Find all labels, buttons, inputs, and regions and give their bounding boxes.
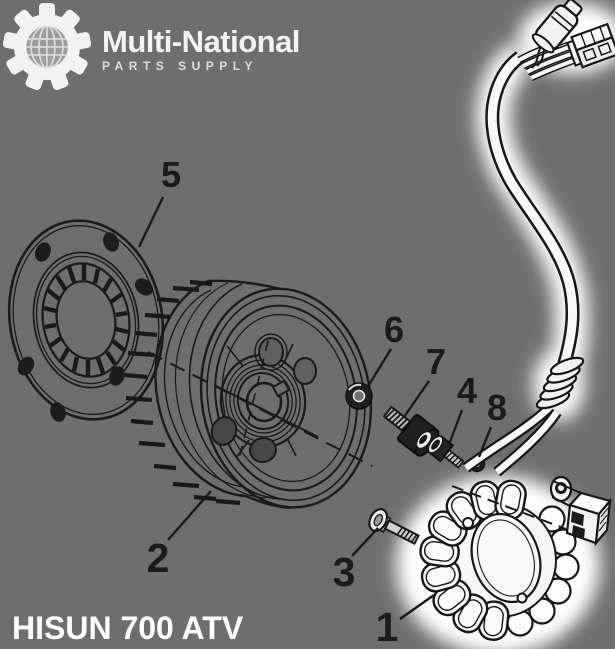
brand-header: Multi-National PARTS SUPPLY: [4, 4, 300, 94]
wire-harness-drawing: [462, 0, 615, 477]
part-label-1: 1: [376, 604, 399, 649]
part-7-bolt-drawing: [382, 405, 440, 457]
part-3-bolt-drawing: [368, 508, 420, 545]
logo-spacer: [4, 4, 96, 94]
brand-tagline: PARTS SUPPLY: [102, 58, 259, 73]
cylindrical-plug-connector: [531, 0, 583, 54]
stator-coils: [419, 479, 527, 641]
sprag-teeth: [43, 264, 129, 376]
web-holes: [210, 333, 317, 464]
part-5-clutch-ring-drawing: [7, 219, 165, 422]
brand-name: Multi-National: [102, 23, 300, 59]
leader-lines: [137, 196, 493, 620]
part-6-washer-drawing: [345, 382, 373, 410]
gear-globe-icon: [2, 3, 92, 90]
part-2-flywheel-drawing: [124, 279, 373, 510]
part-label-8: 8: [487, 387, 507, 428]
harness-wrap-rings: [535, 356, 585, 410]
part-label-3: 3: [333, 549, 356, 595]
stator-connector-block: [551, 480, 612, 547]
part-1-stator-drawing: [419, 475, 612, 641]
flange-holes: [17, 232, 154, 422]
part-label-4: 4: [457, 370, 477, 411]
model-title: HISUN 700 ATV: [12, 610, 244, 646]
keyway-notch: [271, 379, 291, 398]
part-label-7: 7: [426, 341, 446, 382]
part-label-5: 5: [161, 154, 181, 195]
globe-grid: [26, 26, 68, 68]
rectangular-connector: [566, 22, 615, 69]
part-4-bolt-drawing: [427, 435, 465, 469]
part-label-2: 2: [147, 535, 170, 581]
trigger-slots: [124, 279, 241, 506]
part-label-6: 6: [384, 309, 404, 350]
